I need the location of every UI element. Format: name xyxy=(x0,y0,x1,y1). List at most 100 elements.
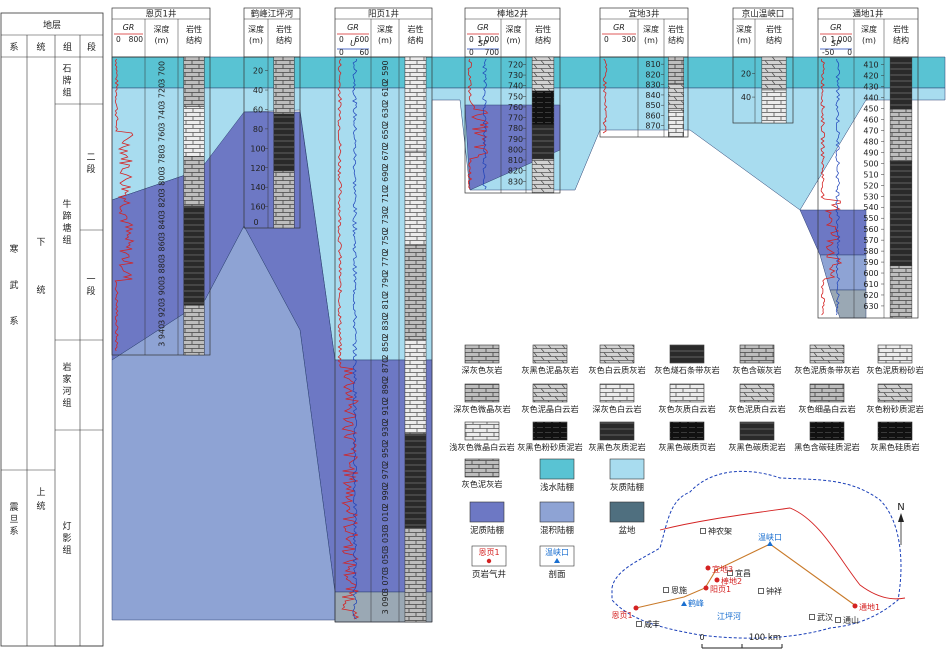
depth-tick-label: 740 xyxy=(508,82,523,91)
facies-mixed-shelf-t1 xyxy=(819,254,867,291)
table-col-header: 段 xyxy=(87,41,96,53)
section-triangle xyxy=(554,558,560,563)
member-name: 段 xyxy=(86,163,95,175)
city-marker xyxy=(663,587,669,593)
lithology-swatch xyxy=(464,344,500,364)
lithology-label: 灰色白云质灰岩 xyxy=(588,365,645,375)
lithology-segment xyxy=(273,170,295,229)
well-body-frame xyxy=(334,56,433,623)
lithology-label: 深灰色微晶灰岩 xyxy=(453,404,510,414)
depth-tick-label: 2 850 xyxy=(381,337,390,360)
lithology-segment xyxy=(889,265,913,319)
depth-tick-label: 470 xyxy=(863,126,878,135)
lithology-segment xyxy=(183,305,205,356)
map-well-dot xyxy=(852,603,858,609)
lithology-segment xyxy=(889,161,913,214)
depth-tick-label: 430 xyxy=(863,83,878,92)
series-name: 统 xyxy=(36,500,45,512)
lithology-segment xyxy=(889,108,913,162)
depth-tick-label: 810 xyxy=(645,60,660,69)
lithology-label: 灰色泥灰岩 xyxy=(462,479,503,489)
city-marker xyxy=(700,528,706,534)
map-section-label: 温峡口 xyxy=(758,532,782,542)
depth-tick-label: 2 730 xyxy=(381,209,390,232)
lithology-swatch xyxy=(464,458,500,478)
depth-tick-label: 80 xyxy=(253,125,263,134)
map-well-label: 恩页1 xyxy=(611,611,632,620)
curve-max: 600 xyxy=(355,35,370,44)
lithology-segment xyxy=(761,89,787,124)
map-boundary xyxy=(611,470,902,639)
gr-curve xyxy=(820,59,843,316)
facies-mixed-shelf xyxy=(111,225,336,621)
depth-tick-label: 730 xyxy=(508,71,523,80)
lithology-segment xyxy=(183,56,205,107)
depth-tick-label: 3 070 xyxy=(381,570,390,593)
curve-min: 0 xyxy=(469,35,474,44)
depth-header: (m) xyxy=(644,36,658,45)
lithology-label: 灰黑色碳质页岩 xyxy=(658,442,715,452)
depth-tick-label: 410 xyxy=(863,61,878,70)
depth-tick-label: 620 xyxy=(863,291,878,300)
lithology-segment xyxy=(404,339,427,434)
depth-header: (m) xyxy=(378,36,392,45)
map-well-dot xyxy=(714,577,720,583)
depth-tick-label: 580 xyxy=(863,247,878,256)
depth-tick-label: 2 590 xyxy=(381,60,390,83)
city-marker xyxy=(727,570,733,576)
formation-name: 岩 xyxy=(62,361,71,373)
depth-tick-label: 550 xyxy=(863,214,878,223)
facies-label: 灰质陆棚 xyxy=(610,482,644,493)
depth-tick-label: 100 xyxy=(250,144,265,153)
scale-zero: 0 xyxy=(699,633,704,642)
lithology-header: 岩性 xyxy=(668,24,684,34)
curve-max: 1 000 xyxy=(831,35,853,44)
depth-tick-label: 570 xyxy=(863,236,878,245)
lithology-swatch xyxy=(532,421,568,441)
lithology-swatch xyxy=(739,421,775,441)
map-section-label: 江坪河 xyxy=(717,611,741,621)
depth-tick-label: 40 xyxy=(741,93,751,102)
curve-name: GR xyxy=(613,23,625,32)
lithology-swatch xyxy=(669,344,705,364)
depth-tick-label: 830 xyxy=(645,81,660,90)
city-label: 神农架 xyxy=(708,526,732,536)
symbol-box-text: 恩页1 xyxy=(478,548,499,557)
lithology-header: 结构 xyxy=(893,35,909,45)
curve2-min: -50 xyxy=(822,48,834,57)
depth-tick-label: 60 xyxy=(253,105,263,114)
lithology-header: 岩性 xyxy=(276,24,292,34)
table-col-header: 统 xyxy=(36,41,45,53)
depth-tick-label: 140 xyxy=(250,183,265,192)
curve2-min: 0 xyxy=(469,48,474,57)
well-header-box xyxy=(732,7,794,58)
depth-tick-label: 2 790 xyxy=(381,273,390,296)
depth-tick-label: 3 940 xyxy=(158,324,167,347)
curve2-name: SP xyxy=(831,39,841,48)
depth-tick-label: 510 xyxy=(863,170,878,179)
depth-header: 深度 xyxy=(154,24,170,34)
lithology-swatch xyxy=(877,383,913,403)
lithology-swatch xyxy=(532,383,568,403)
depth-tick-label: 800 xyxy=(508,145,523,154)
depth-tick-label: 20 xyxy=(253,67,263,76)
map-red-line xyxy=(659,507,906,600)
lithology-header: 结构 xyxy=(276,35,292,45)
city-marker xyxy=(636,621,642,627)
symbol-label: 剖面 xyxy=(548,569,566,580)
lithology-swatch xyxy=(599,344,635,364)
map-well-dot xyxy=(705,565,711,571)
well-title: 棒地2井 xyxy=(497,9,528,20)
lithology-segment xyxy=(404,527,427,623)
depth-tick-label: 2 610 xyxy=(381,82,390,105)
series-name: 上 xyxy=(36,487,45,498)
lithology-segment xyxy=(273,56,295,115)
well-header-box xyxy=(599,7,689,58)
lithology-segment xyxy=(183,156,205,207)
gr-curve xyxy=(467,58,489,190)
map-well-label: 棒地2 xyxy=(721,576,742,586)
gr-curve xyxy=(602,58,608,134)
